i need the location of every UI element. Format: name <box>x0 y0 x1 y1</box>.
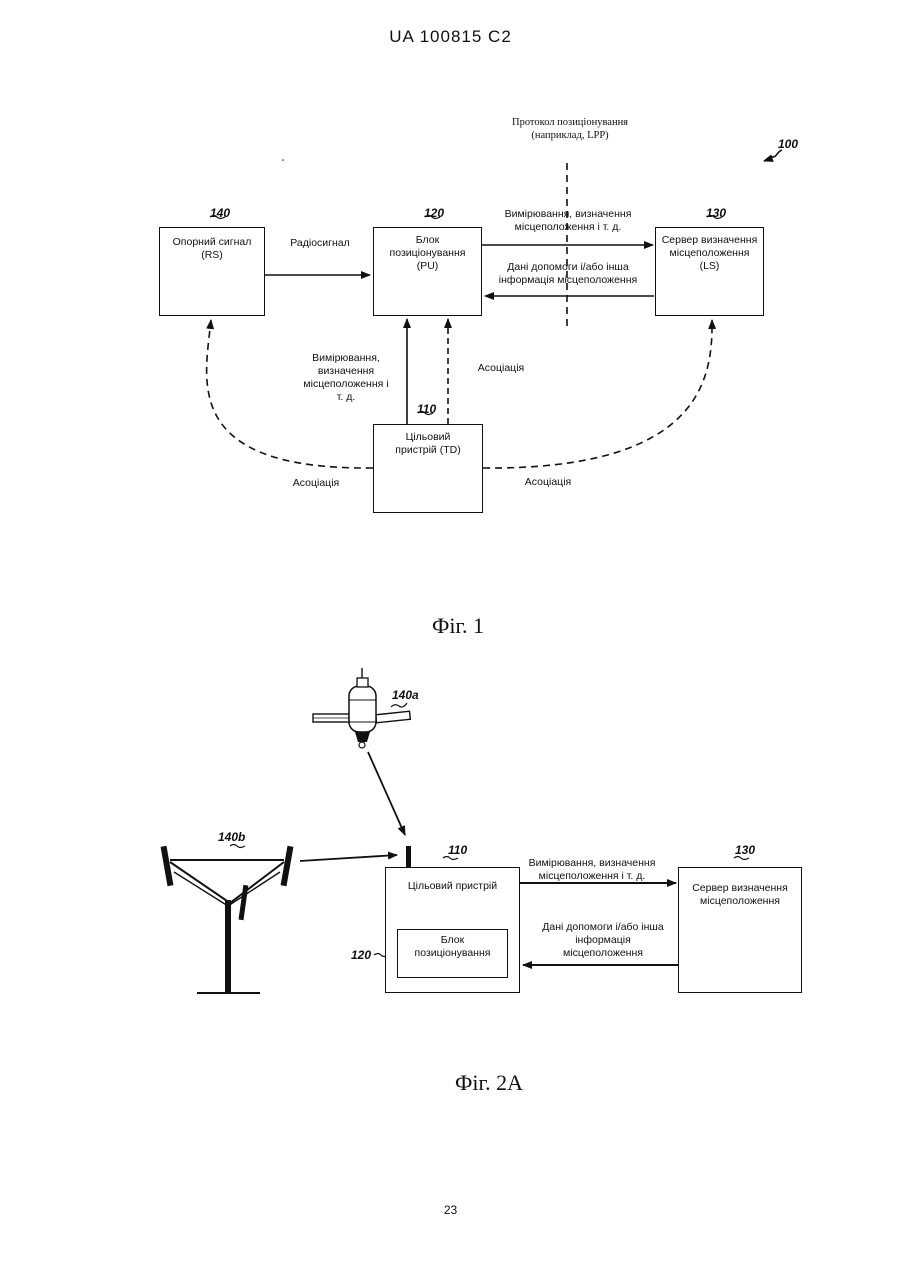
fig1-pu-label: Блок позиціонування (PU) <box>374 234 481 273</box>
antenna-icon <box>406 846 411 868</box>
satellite-icon <box>313 668 410 748</box>
fig1-rs-box: Опорний сигнал (RS) <box>159 227 265 316</box>
fig1-ls-label: Сервер визначення місцеположення (LS) <box>656 234 763 273</box>
fig2a-ls-box: Сервер визначення місцеположення <box>678 867 802 993</box>
fig2a-tower-ref: 140b <box>218 830 245 844</box>
fig1-pu-box: Блок позиціонування (PU) <box>373 227 482 316</box>
fig1-pu-to-ls-label: Вимірювання, визначення місцеположення і… <box>488 208 648 234</box>
fig1-assoc-pu-label: Асоціація <box>470 362 532 375</box>
fig2a-caption: Фіг. 2А <box>0 1070 901 1096</box>
fig1-protocol-label: Протокол позиціонування (наприклад, LPP) <box>480 116 660 142</box>
fig1-assoc-left-label: Асоціація <box>280 477 352 490</box>
fig1-system-ref: 100 <box>778 137 798 151</box>
fig1-td-box: Цільовий пристрій (TD) <box>373 424 483 513</box>
fig2a-ls-to-td-label: Дані допомоги і/або інша інформація місц… <box>528 921 678 960</box>
fig2a-pu-label: Блок позиціонування <box>398 934 507 960</box>
fig1-radio-signal-label: Радіосигнал <box>285 237 355 250</box>
fig2a-td-to-ls-label: Вимірювання, визначення місцеположення і… <box>518 857 666 883</box>
fig1-rs-ref: 140 <box>210 206 230 220</box>
fig1-td-to-pu-label: Вимірювання, визначення місцеположення і… <box>296 352 396 404</box>
fig1-ls-ref: 130 <box>706 206 726 220</box>
fig1-pu-ref: 120 <box>424 206 444 220</box>
fig1-assoc-right-curve <box>483 320 712 468</box>
fig1-ls-to-pu-label: Дані допомоги і/або інша інформація місц… <box>488 261 648 287</box>
fig1-td-label: Цільовий пристрій (TD) <box>374 431 482 457</box>
fig2a-ls-label: Сервер визначення місцеположення <box>679 882 801 908</box>
fig2a-pu-ref: 120 <box>351 948 371 962</box>
fig2a-ls-ref: 130 <box>735 843 755 857</box>
fig2a-pu-box: Блок позиціонування <box>397 929 508 978</box>
fig1-assoc-right-label: Асоціація <box>512 476 584 489</box>
fig2a-tower-arrow <box>300 855 397 861</box>
fig2a-td-ref: 110 <box>448 843 467 857</box>
fig2a-satellite-arrow <box>368 752 405 835</box>
fig1-ls-box: Сервер визначення місцеположення (LS) <box>655 227 764 316</box>
page-number: 23 <box>0 1203 901 1217</box>
fig2a-satellite-ref: 140a <box>392 688 419 702</box>
tower-icon <box>161 846 294 993</box>
fig2a-td-label: Цільовий пристрій <box>386 880 519 893</box>
fig1-td-ref: 110 <box>417 402 436 416</box>
fig1-rs-label: Опорний сигнал (RS) <box>160 236 264 262</box>
fig1-caption: Фіг. 1 <box>0 613 901 639</box>
fig1-system-ref-arrow <box>764 150 782 161</box>
